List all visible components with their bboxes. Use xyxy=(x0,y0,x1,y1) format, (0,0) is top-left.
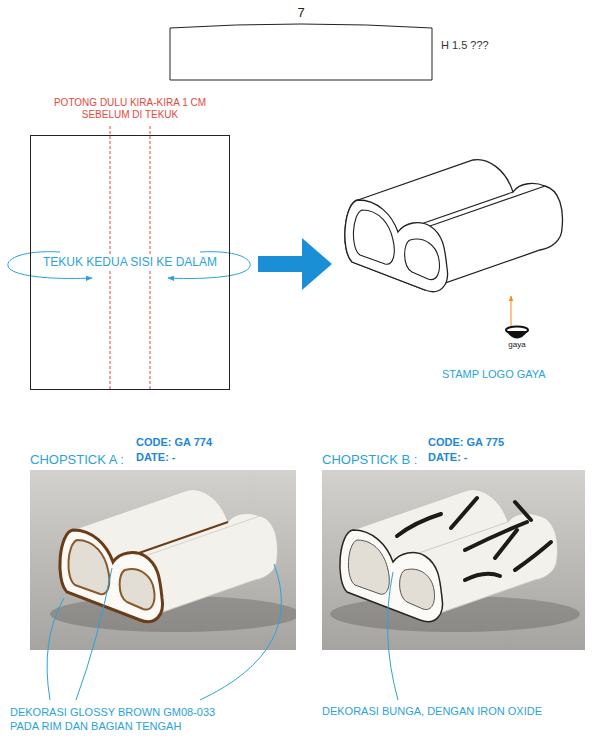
dimension-label: H 1.5 ??? xyxy=(441,39,489,52)
ceramic-front xyxy=(340,530,443,622)
brush-stroke xyxy=(495,530,517,558)
sheet-outline: TEKUK KEDUA SISI KE DALAM xyxy=(30,135,230,390)
stamp-note: STAMP LOGO GAYA xyxy=(442,368,546,381)
logo-symbol xyxy=(506,331,528,339)
leader-line xyxy=(47,598,64,700)
leader-line xyxy=(76,568,112,700)
photo-b xyxy=(330,490,580,632)
inner-loop xyxy=(348,540,389,594)
glaze-rim xyxy=(60,530,163,622)
brush-stroke xyxy=(465,574,500,580)
leader-line xyxy=(200,564,281,700)
decoration-note: DEKORASI GLOSSY BROWN GM08-033 PADA RIM … xyxy=(10,705,232,733)
process-arrow xyxy=(258,238,332,290)
item-title: CHOPSTICK B : xyxy=(322,452,417,468)
brush-stroke xyxy=(515,542,551,570)
top-edge xyxy=(145,516,260,556)
node-text: TEKUK KEDUA SISI KE DALAM xyxy=(41,255,219,269)
brush-stroke xyxy=(515,502,531,520)
item-code: CODE: GA 774 xyxy=(136,436,212,449)
inner-loop xyxy=(400,569,435,609)
leader-line xyxy=(388,572,398,700)
leader-line xyxy=(511,296,512,326)
item-title: CHOPSTICK A : xyxy=(30,452,124,468)
item-date: DATE: - xyxy=(136,451,176,464)
brush-stroke xyxy=(465,522,527,550)
brush-stroke xyxy=(451,498,477,528)
folded-piece-drawing xyxy=(345,160,563,292)
top-edge xyxy=(430,186,545,226)
item-date: DATE: - xyxy=(428,451,468,464)
cut-note: POTONG DULU KIRA-KIRA 1 CM SEBELUM DI TE… xyxy=(43,97,218,121)
inner-loop xyxy=(405,239,440,279)
brush-stroke xyxy=(397,514,441,536)
piece-front xyxy=(345,200,448,292)
logo-text: gaya xyxy=(508,340,525,350)
photo-a xyxy=(50,490,296,632)
glaze-rim xyxy=(120,569,155,609)
strip-plan xyxy=(170,24,432,80)
dimension-label: 7 xyxy=(297,5,304,21)
photo-ground xyxy=(322,470,585,650)
item-code: CODE: GA 775 xyxy=(428,436,504,449)
glaze-rim xyxy=(68,540,109,594)
decoration-note: DEKORASI BUNGA, DENGAN IRON OXIDE xyxy=(322,705,542,718)
inner-loop xyxy=(353,210,394,264)
